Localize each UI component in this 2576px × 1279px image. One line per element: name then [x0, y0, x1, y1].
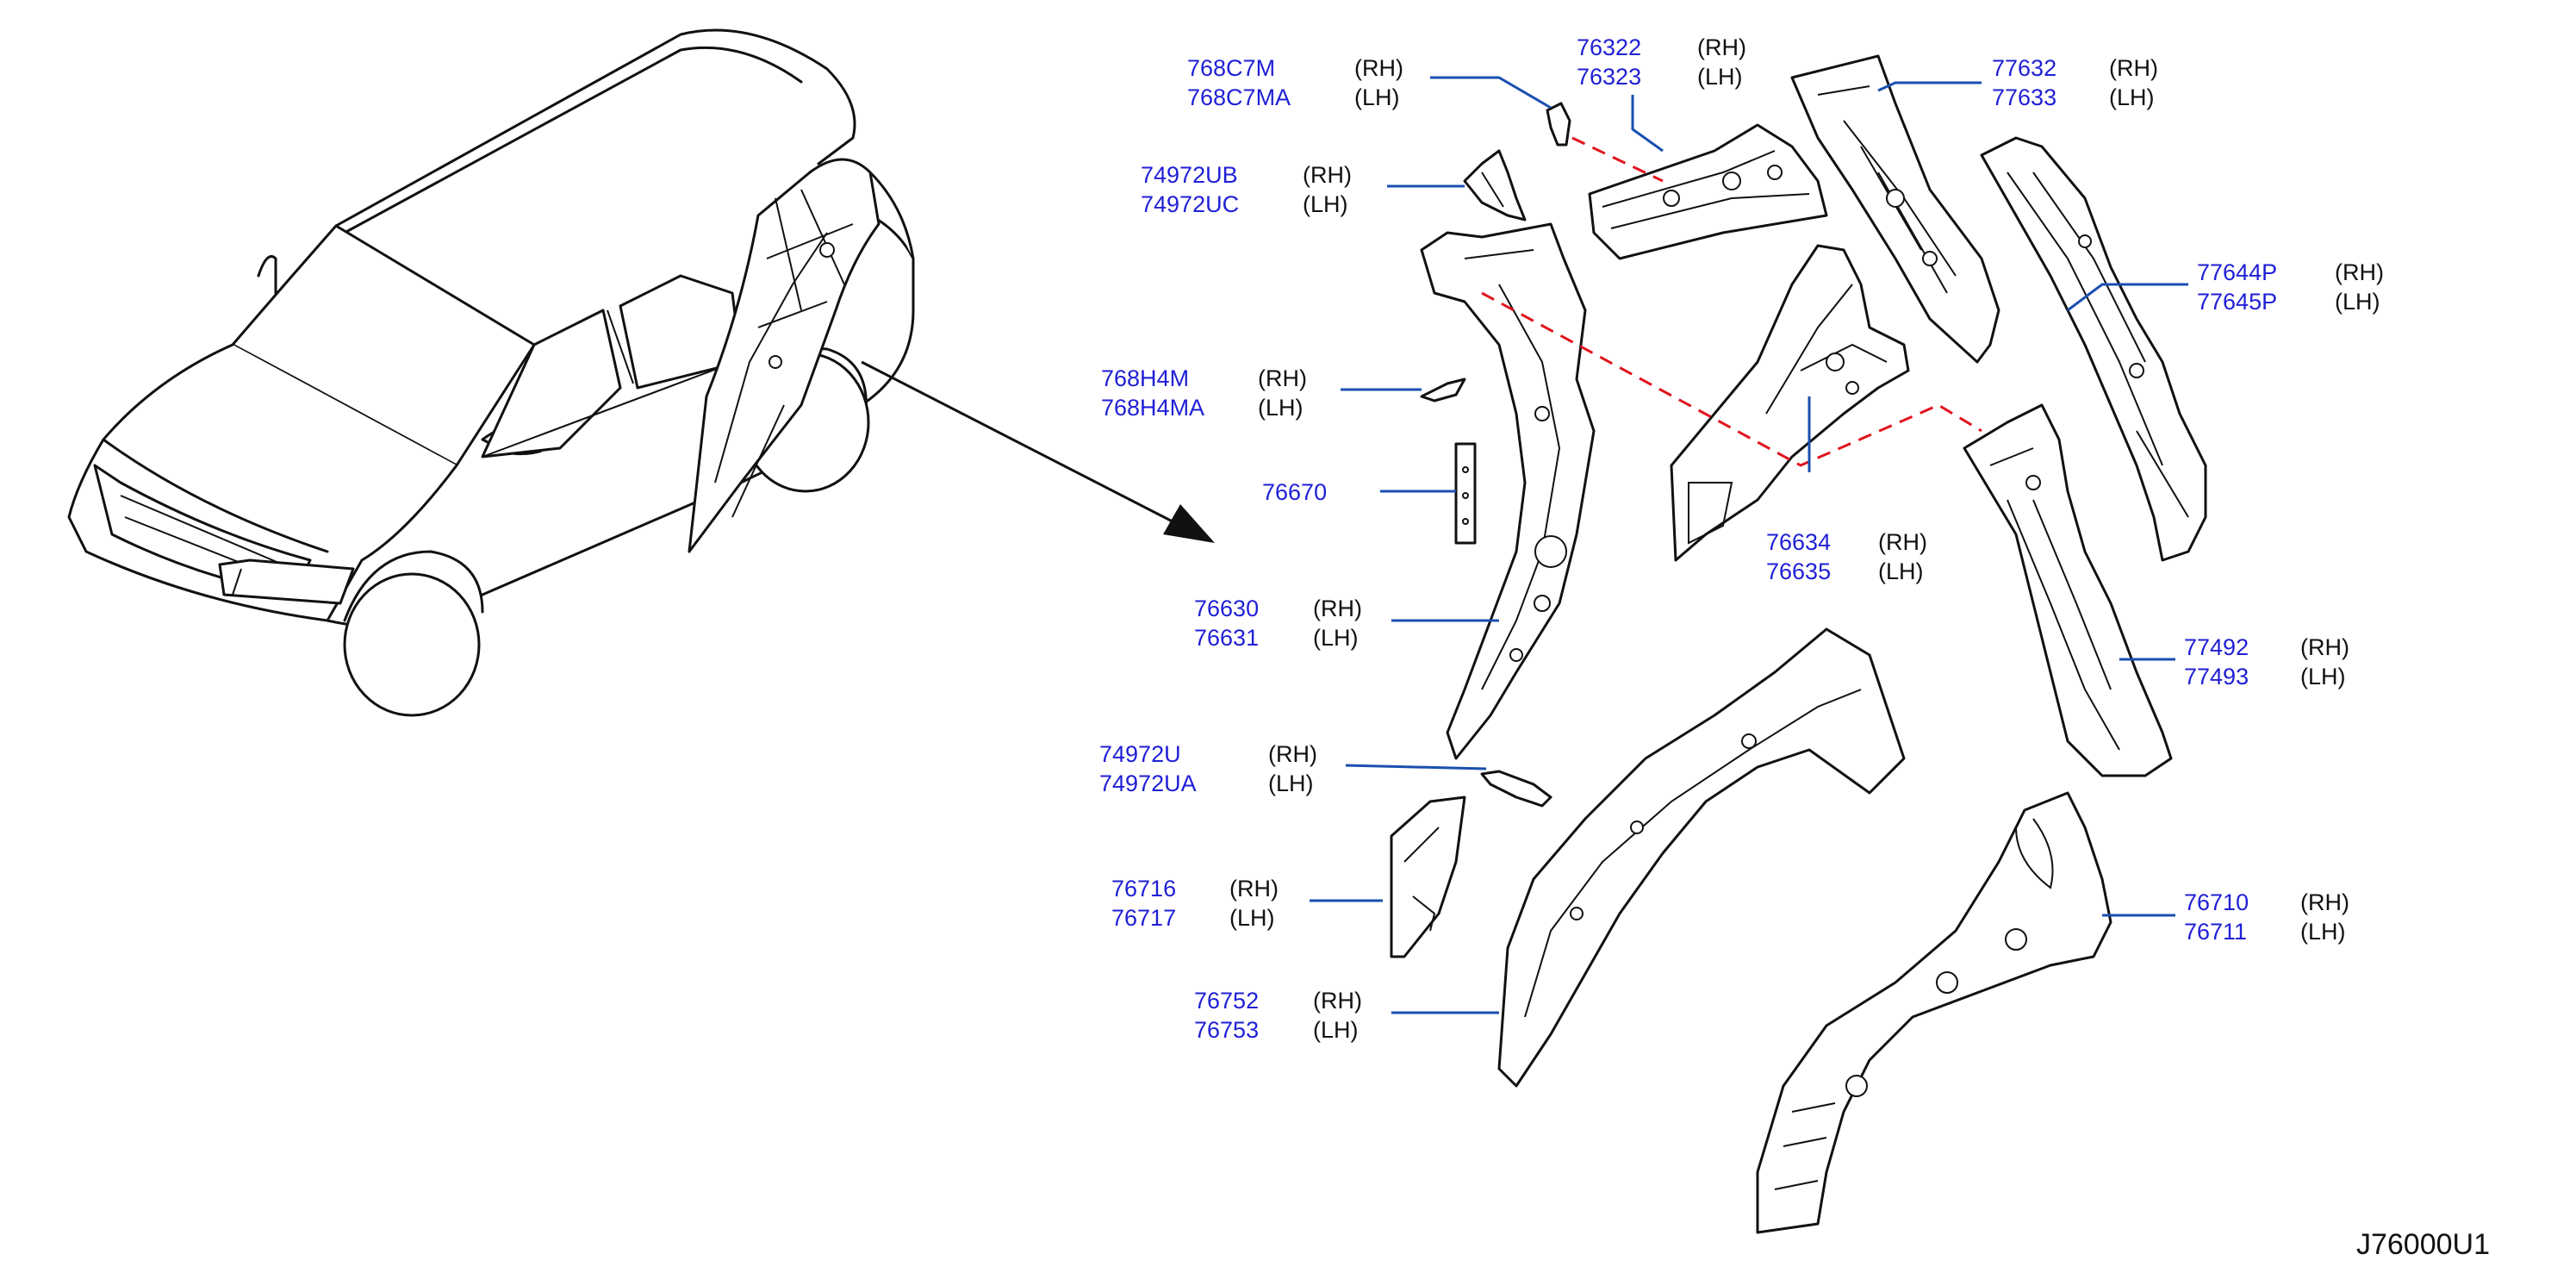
side-label: (RH) — [1258, 365, 1307, 391]
callout-76716: 76716 76717 (RH) (LH) — [1111, 876, 1383, 931]
side-label: (RH) — [2300, 889, 2349, 915]
side-label: (RH) — [1268, 741, 1317, 767]
part-76630 — [1420, 222, 1596, 760]
part-number: 74972UB — [1141, 162, 1238, 188]
side-label: (LH) — [2109, 84, 2155, 110]
callout-74972u: 74972U 74972UA (RH) (LH) — [1099, 741, 1487, 796]
leader-line — [1430, 76, 1552, 109]
part-76710 — [1756, 791, 2112, 1234]
part-number: 77632 — [1992, 55, 2056, 81]
side-label: (RH) — [1878, 529, 1927, 555]
side-label: (RH) — [1313, 596, 1362, 621]
side-label: (LH) — [1268, 771, 1314, 796]
callout-76322: 76322 76323 (RH) (LH) — [1577, 34, 1746, 153]
side-label: (LH) — [1313, 1017, 1359, 1043]
part-number: 76635 — [1766, 558, 1831, 584]
part-74972ub — [1463, 149, 1527, 221]
callout-76752: 76752 76753 (RH) (LH) — [1194, 988, 1499, 1043]
part-number: 768H4M — [1101, 365, 1189, 391]
part-number: 77633 — [1992, 84, 2056, 110]
callout-77644p: 77644P 77645P (RH) (LH) — [2067, 259, 2384, 315]
part-number: 77493 — [2184, 664, 2249, 689]
callout-768c7m: 768C7M 768C7MA (RH) (LH) — [1187, 55, 1552, 110]
part-number: 76322 — [1577, 34, 1641, 60]
callout-77632: 77632 77633 (RH) (LH) — [1877, 55, 2158, 110]
side-label: (LH) — [1697, 64, 1743, 90]
side-label: (RH) — [1303, 162, 1352, 188]
part-number: 74972UA — [1099, 771, 1197, 796]
exploded-parts — [1390, 54, 2207, 1234]
side-label: (LH) — [1258, 395, 1304, 421]
side-label: (LH) — [1354, 84, 1400, 110]
side-label: (LH) — [1229, 905, 1275, 931]
diagram-code: J76000U1 — [2356, 1228, 2490, 1261]
part-number: 76323 — [1577, 64, 1641, 90]
part-76634 — [1670, 244, 1910, 562]
part-74972u — [1480, 770, 1552, 808]
leader-line — [1877, 81, 1982, 92]
leader-line — [1631, 95, 1664, 153]
part-number: 77492 — [2184, 634, 2249, 660]
vehicle-illustration — [67, 28, 915, 717]
part-77632 — [1790, 54, 2000, 364]
part-76322 — [1588, 123, 1828, 260]
side-label: (RH) — [2300, 634, 2349, 660]
part-number: 74972UC — [1141, 191, 1239, 217]
part-number: 76634 — [1766, 529, 1831, 555]
side-label: (LH) — [1878, 558, 1924, 584]
part-number: 768C7MA — [1187, 84, 1291, 110]
callout-74972ub: 74972UB 74972UC (RH) (LH) — [1141, 162, 1465, 217]
part-77644p — [1980, 136, 2207, 562]
side-label: (RH) — [1313, 988, 1362, 1014]
part-number: 74972U — [1099, 741, 1181, 767]
part-768h4m — [1420, 377, 1466, 402]
part-number: 77644P — [2197, 259, 2277, 285]
callout-77492: 77492 77493 (RH) (LH) — [2119, 634, 2349, 689]
side-label: (RH) — [1229, 876, 1279, 902]
part-number: 76630 — [1194, 596, 1259, 621]
part-77492 — [1963, 403, 2173, 777]
side-label: (RH) — [2335, 259, 2384, 285]
side-label: (RH) — [1697, 34, 1746, 60]
callout-76670: 76670 — [1262, 479, 1456, 505]
side-label: (LH) — [1303, 191, 1348, 217]
part-number: 768H4MA — [1101, 395, 1204, 421]
callout-layer: 768C7M768C7MA(RH)(LH)7632276323(RH)(LH)7… — [1099, 34, 2384, 1043]
part-number: 76711 — [2184, 919, 2247, 945]
callout-76634: 76634 76635 (RH) (LH) — [1766, 396, 1927, 584]
side-label: (LH) — [1313, 625, 1359, 651]
part-number: 768C7M — [1187, 55, 1275, 81]
side-label: (RH) — [1354, 55, 1403, 81]
part-number: 76717 — [1111, 905, 1176, 931]
side-label: (RH) — [2109, 55, 2158, 81]
callout-76630: 76630 76631 (RH) (LH) — [1194, 596, 1499, 651]
part-number: 76716 — [1111, 876, 1176, 902]
pointer-arrow — [861, 360, 1215, 543]
side-label: (LH) — [2335, 289, 2380, 315]
part-number: 76752 — [1194, 988, 1259, 1014]
part-number: 76631 — [1194, 625, 1259, 651]
leader-line — [1345, 764, 1487, 771]
part-number: 76670 — [1262, 479, 1327, 505]
side-label: (LH) — [2300, 919, 2346, 945]
callout-76710: 76710 76711 (RH) (LH) — [2102, 889, 2349, 945]
leader-line — [2067, 283, 2188, 312]
callout-768h4m: 768H4M 768H4MA (RH) (LH) — [1101, 365, 1422, 421]
part-768c7m — [1546, 102, 1571, 147]
side-label: (LH) — [2300, 664, 2346, 689]
part-number: 77645P — [2197, 289, 2277, 315]
part-number: 76710 — [2184, 889, 2249, 915]
part-number: 76753 — [1194, 1017, 1259, 1043]
part-76716 — [1390, 795, 1466, 958]
part-76752 — [1497, 627, 1906, 1088]
